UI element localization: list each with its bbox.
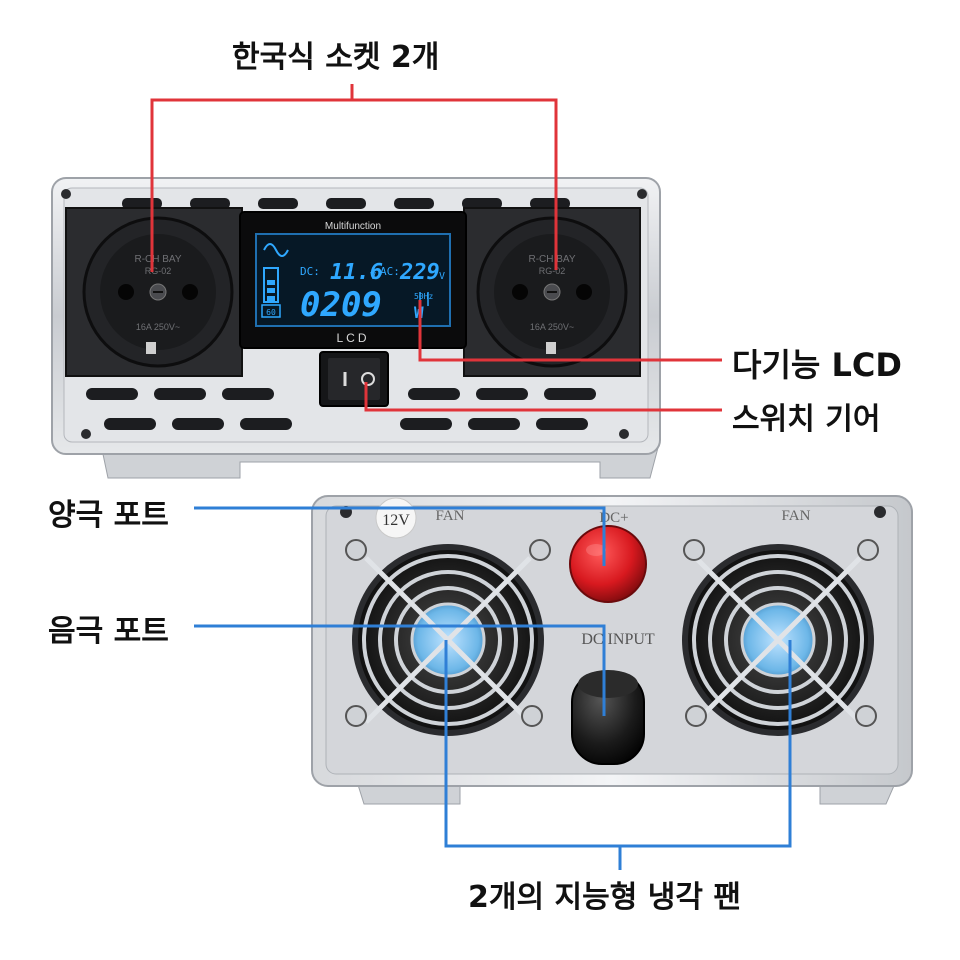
label-sockets: 한국식 소켓 2개: [232, 40, 440, 75]
fan-left-label: FAN: [436, 508, 465, 524]
label-lcd: 다기능 LCD: [732, 346, 902, 384]
socket-right-rating: 16A 250V~: [530, 322, 574, 332]
lcd-frequency: 50Hz: [414, 292, 433, 301]
label-cooling-fans: 2개의 지능형 냉각 팬: [468, 880, 742, 915]
label-negative-port: 음극 포트: [48, 614, 169, 649]
lcd-dc-label: DC:: [300, 265, 320, 278]
lcd-power-value: 0209: [300, 285, 382, 325]
lcd-ac-value: 229: [399, 260, 440, 285]
socket-right: [463, 207, 641, 377]
callout-lines-blue: [194, 506, 792, 870]
lcd-ac-label: AC:: [380, 265, 400, 278]
cooling-fan-left: [345, 539, 551, 736]
callout-lines-red: [150, 84, 722, 412]
socket-left-brand: R-CH BAY: [134, 254, 181, 265]
voltage-badge: 12V: [382, 512, 410, 529]
label-switch: 스위치 기어: [732, 402, 881, 437]
socket-right-brand: R-CH BAY: [528, 254, 575, 265]
dc-plus-label: DC+: [599, 510, 628, 526]
lcd-header: Multifunction: [325, 221, 381, 232]
lcd-dc-value: 11.6: [330, 260, 383, 285]
fan-right-label: FAN: [782, 508, 811, 524]
lcd-battery-level: 60: [266, 308, 276, 317]
cooling-fan-right: [682, 539, 879, 736]
lcd-footer: LCD: [336, 331, 369, 345]
lcd-dc-unit: V: [370, 271, 376, 282]
socket-left: [65, 207, 243, 377]
lcd-ac-unit: V: [439, 271, 445, 282]
front-unit: R-CH BAY RG-02 16A 250V~ R-CH BAY RG-02 …: [51, 177, 661, 479]
back-unit: [311, 495, 913, 805]
lcd-display: [239, 211, 467, 349]
socket-right-model: RG-02: [539, 266, 566, 276]
power-switch[interactable]: [319, 351, 389, 407]
negative-terminal: [571, 670, 645, 765]
socket-left-rating: 16A 250V~: [136, 322, 180, 332]
dc-input-label: DC INPUT: [581, 631, 655, 648]
positive-terminal: [569, 525, 647, 603]
socket-left-model: RG-02: [145, 266, 172, 276]
label-positive-port: 양극 포트: [48, 498, 169, 533]
